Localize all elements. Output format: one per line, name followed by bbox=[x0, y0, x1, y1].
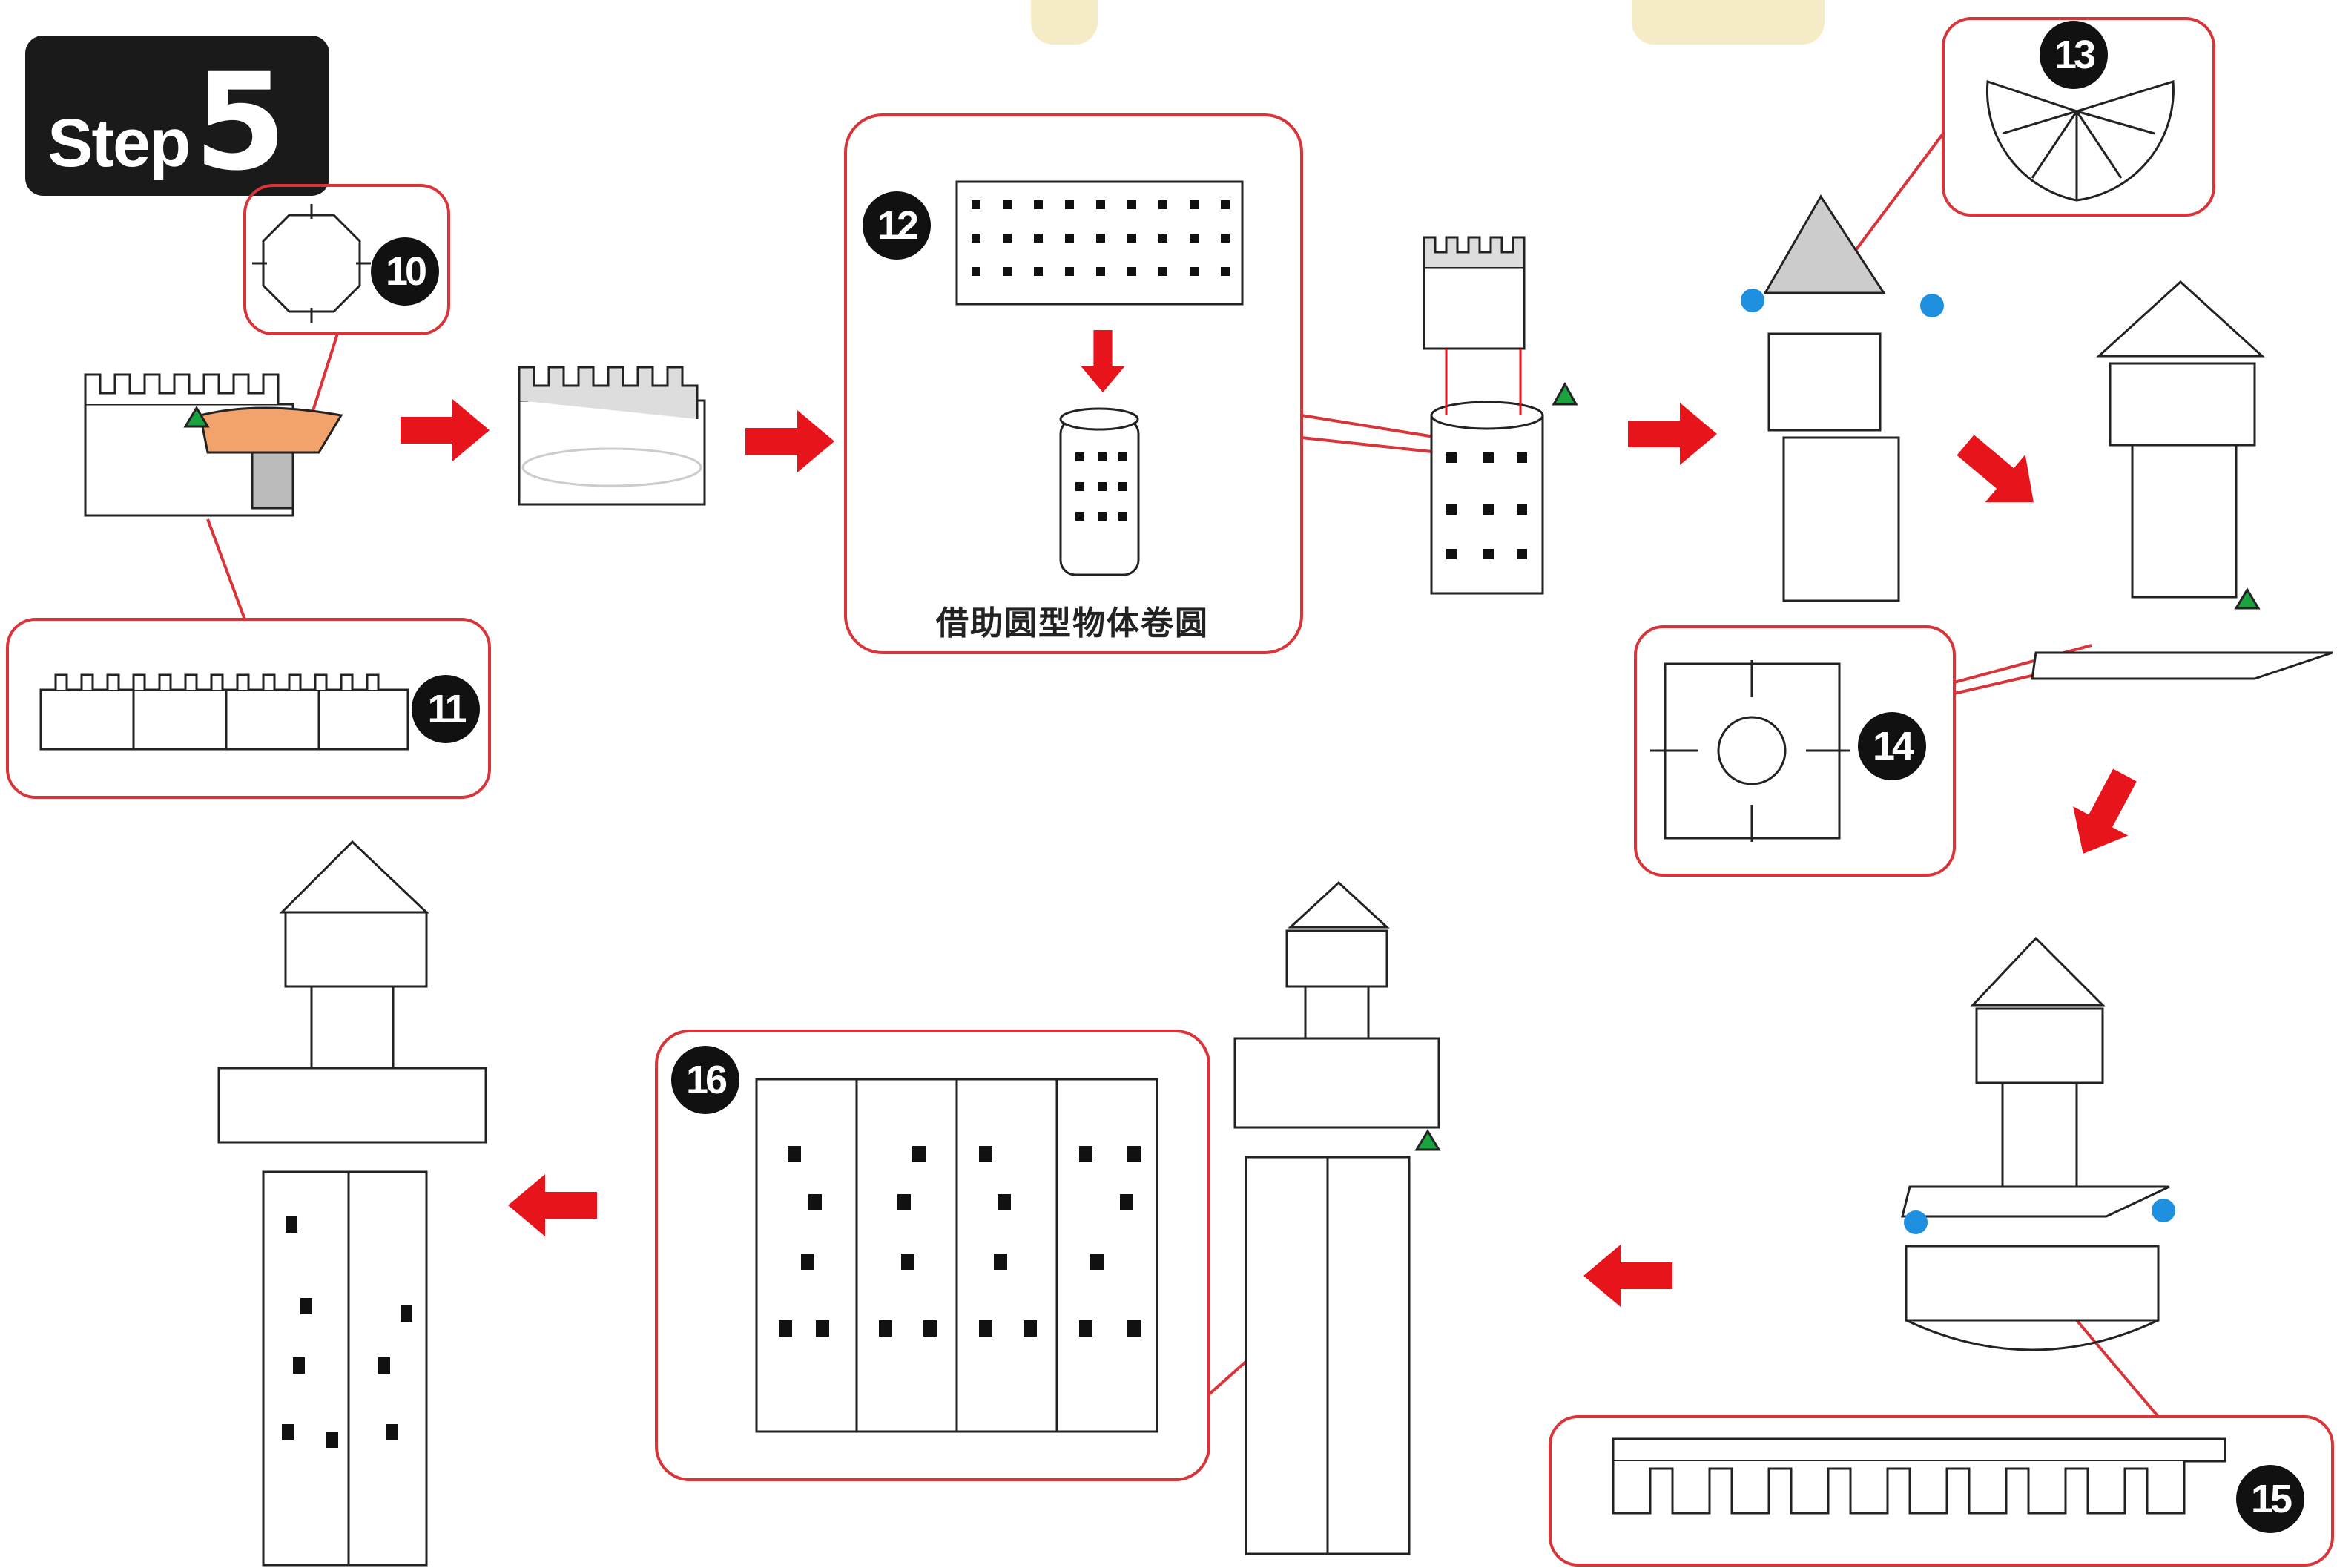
tower-stage-a bbox=[1423, 236, 1578, 595]
blue-dot-icon bbox=[1904, 1210, 1928, 1234]
part-12-caption: 借助圆型物体卷圆 bbox=[936, 605, 1209, 642]
part-16-panels bbox=[755, 1078, 1158, 1433]
part-11-strip bbox=[39, 673, 409, 751]
frame-13 bbox=[1942, 17, 2215, 217]
frame-16 bbox=[655, 1030, 1210, 1481]
frame-10 bbox=[243, 184, 450, 335]
tower-stage-c bbox=[1901, 936, 2175, 1351]
callout-frames bbox=[6, 17, 2334, 1567]
frame-12 bbox=[844, 113, 1303, 654]
green-triangle-icon bbox=[1552, 381, 1578, 406]
wall-ring-assembly bbox=[84, 373, 343, 517]
red-arrow-icon bbox=[2055, 760, 2153, 869]
watermark-left bbox=[1031, 0, 1098, 45]
green-triangle-icon bbox=[183, 406, 210, 428]
red-arrow-icon bbox=[1081, 330, 1125, 392]
part-10-octagon bbox=[252, 204, 371, 323]
wall-ring bbox=[518, 366, 706, 506]
red-arrow-icon bbox=[508, 1174, 597, 1236]
finished-tower bbox=[217, 840, 487, 1567]
tower-stage-b bbox=[1741, 194, 2333, 680]
part-13-fan bbox=[1985, 79, 2175, 202]
callout-11-label: 11 bbox=[412, 675, 480, 743]
frame-11 bbox=[6, 618, 491, 799]
step-word: Step bbox=[47, 105, 191, 181]
part-12-panel bbox=[955, 180, 1244, 576]
green-triangle-icon bbox=[2234, 587, 2261, 610]
callout-10-label: 10 bbox=[371, 237, 439, 306]
part-14-plate bbox=[1650, 660, 1850, 842]
callout-16-label: 16 bbox=[671, 1046, 739, 1114]
red-arrow-icon bbox=[745, 410, 834, 472]
callout-14-label: 14 bbox=[1858, 712, 1926, 780]
tower-stage-d bbox=[1233, 880, 1441, 1555]
red-arrow-icon bbox=[1628, 403, 1717, 465]
red-arrow-icon bbox=[1583, 1245, 1672, 1307]
blue-dot-icon bbox=[1741, 289, 1764, 312]
green-triangle-icon bbox=[1414, 1129, 1441, 1151]
red-arrow-icon bbox=[1945, 421, 2054, 527]
watermark-right bbox=[1632, 0, 1825, 45]
blue-dot-icon bbox=[2152, 1199, 2175, 1222]
callout-13-label: 13 bbox=[2040, 21, 2108, 89]
frame-15 bbox=[1549, 1415, 2334, 1567]
frame-14 bbox=[1634, 625, 1956, 877]
blue-dot-icon bbox=[1920, 294, 1944, 317]
step-badge: Step 5 bbox=[25, 36, 329, 196]
callout-12-label: 12 bbox=[863, 191, 931, 260]
step-number: 5 bbox=[194, 45, 287, 200]
red-arrow-icon bbox=[401, 399, 490, 461]
part-15-strip bbox=[1612, 1437, 2226, 1515]
callout-15-label: 15 bbox=[2236, 1465, 2304, 1533]
